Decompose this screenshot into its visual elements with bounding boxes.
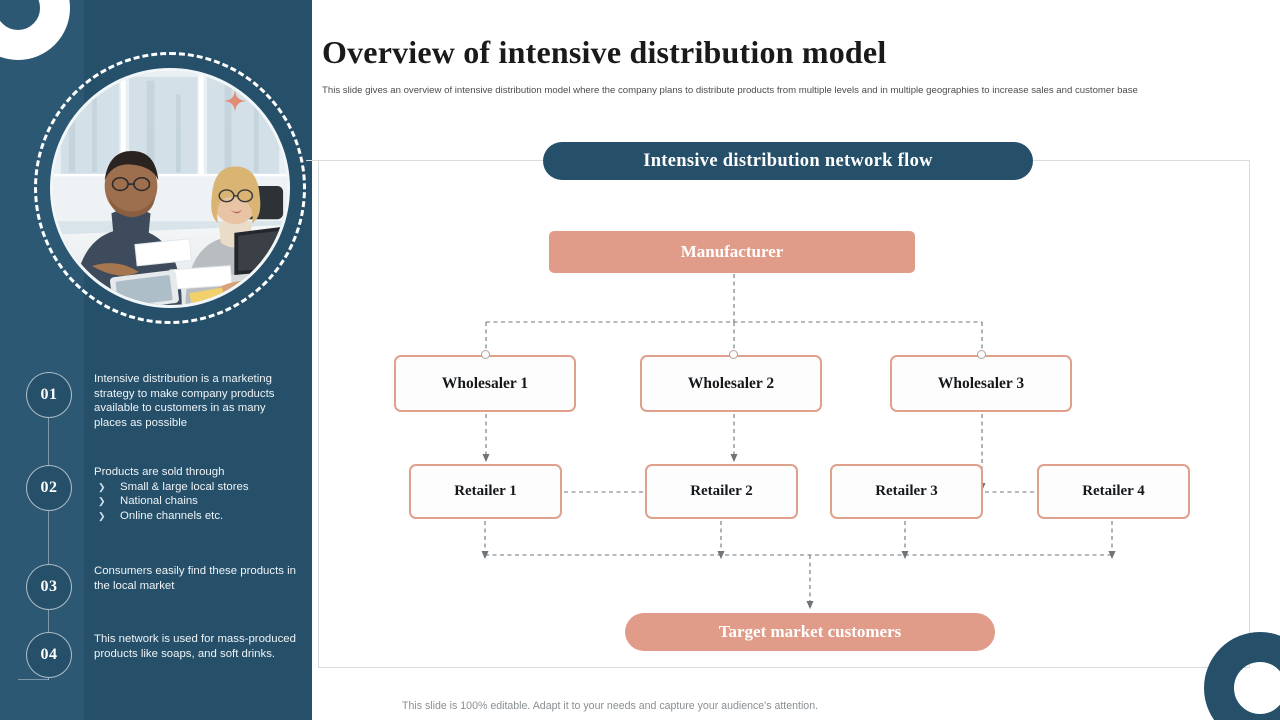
sidebar-item-01-number: 01 bbox=[26, 372, 72, 418]
timeline-foot-connector bbox=[18, 679, 49, 680]
page-subtitle: This slide gives an overview of intensiv… bbox=[322, 85, 1138, 96]
node-retailer-3[interactable]: Retailer 3 bbox=[830, 464, 983, 519]
sidebar-item-03-text: Consumers easily find these products in … bbox=[94, 565, 296, 592]
sidebar-item-03-number: 03 bbox=[26, 564, 72, 610]
sidebar-item-04-text: This network is used for mass-produced p… bbox=[94, 633, 296, 660]
node-retailer-4[interactable]: Retailer 4 bbox=[1037, 464, 1190, 519]
node-target-market-customers[interactable]: Target market customers bbox=[625, 613, 995, 651]
page-title: Overview of intensive distribution model bbox=[322, 34, 887, 70]
list-item: ❯National chains bbox=[98, 495, 198, 508]
node-wholesaler-2[interactable]: Wholesaler 2 bbox=[640, 355, 822, 412]
left-sidebar: 01 Intensive distribution is a marketing… bbox=[0, 0, 312, 720]
connector-dot-wholesaler-2 bbox=[729, 350, 738, 359]
list-item: ❯Small & large local stores bbox=[98, 480, 249, 493]
four-point-star-icon bbox=[224, 90, 246, 112]
connector-dot-wholesaler-3 bbox=[977, 350, 986, 359]
connector-dot-wholesaler-1 bbox=[481, 350, 490, 359]
sidebar-item-04-number: 04 bbox=[26, 632, 72, 678]
diagram-banner: Intensive distribution network flow bbox=[543, 142, 1033, 180]
chevron-right-icon: ❯ bbox=[98, 481, 106, 492]
sidebar-item-02-text: Products are sold through ❯Small & large… bbox=[94, 465, 300, 523]
node-manufacturer[interactable]: Manufacturer bbox=[549, 231, 915, 273]
sidebar-item-02-heading: Products are sold through bbox=[94, 466, 225, 478]
business-meeting-photo bbox=[50, 68, 290, 308]
sidebar-photo-block bbox=[28, 44, 306, 334]
node-wholesaler-3[interactable]: Wholesaler 3 bbox=[890, 355, 1072, 412]
sidebar-item-02-number: 02 bbox=[26, 465, 72, 511]
sidebar-item-01-text: Intensive distribution is a marketing st… bbox=[94, 373, 275, 429]
footnote: This slide is 100% editable. Adapt it to… bbox=[402, 700, 819, 712]
timeline-connector bbox=[48, 374, 49, 680]
sidebar-item-02-bullets: ❯Small & large local stores ❯National ch… bbox=[94, 480, 300, 524]
node-retailer-1[interactable]: Retailer 1 bbox=[409, 464, 562, 519]
chevron-right-icon: ❯ bbox=[98, 496, 106, 507]
list-item: ❯Online channels etc. bbox=[98, 509, 224, 522]
chevron-right-icon: ❯ bbox=[98, 510, 106, 521]
main-content: Overview of intensive distribution model… bbox=[306, 0, 1280, 720]
sidebar-timeline: 01 Intensive distribution is a marketing… bbox=[0, 360, 312, 710]
node-retailer-2[interactable]: Retailer 2 bbox=[645, 464, 798, 519]
dashed-circle-icon bbox=[34, 52, 306, 324]
node-wholesaler-1[interactable]: Wholesaler 1 bbox=[394, 355, 576, 412]
